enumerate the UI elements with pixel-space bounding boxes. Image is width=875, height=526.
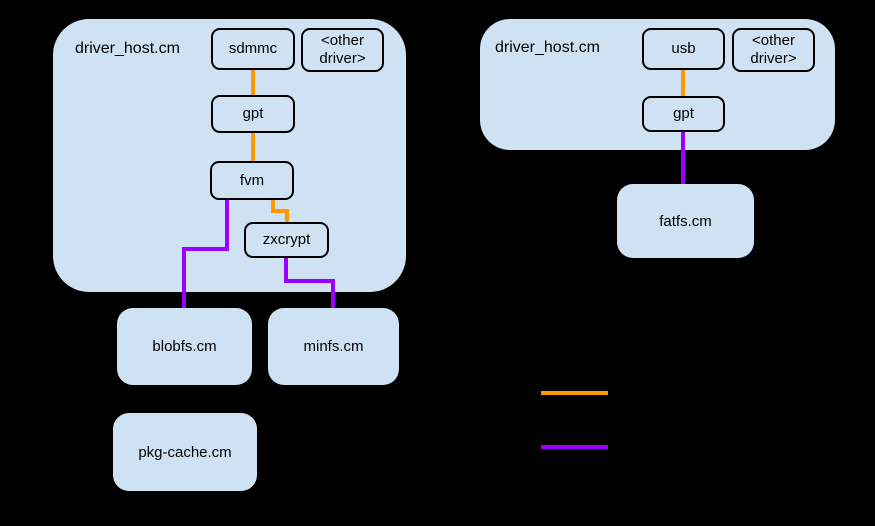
node-fatfs: fatfs.cm (617, 184, 754, 258)
right-driver-host-label: driver_host.cm (495, 39, 600, 56)
node-zxcrypt-label: zxcrypt (262, 231, 311, 248)
legend-orange-line-swatch (541, 391, 608, 395)
node-blobfs-label: blobfs.cm (152, 338, 217, 355)
node-fvm-label: fvm (239, 171, 265, 189)
fvm-zxcrypt-connector-seg1 (271, 200, 275, 213)
node-pkg-cache: pkg-cache.cm (113, 413, 257, 491)
node-fvm: fvm (210, 161, 294, 200)
node-other-driver-left-label: <other driver> (319, 32, 366, 67)
node-other-driver-left: <other driver> (301, 28, 384, 72)
zxcrypt-minfs-connector-seg1 (284, 258, 288, 283)
node-gpt-right: gpt (642, 96, 725, 132)
usb-gpt-connector (681, 70, 685, 96)
node-other-driver-right: <other driver> (732, 28, 815, 72)
node-zxcrypt: zxcrypt (244, 222, 329, 258)
node-gpt-left-label: gpt (242, 105, 264, 122)
node-gpt-left: gpt (211, 95, 295, 133)
node-minfs: minfs.cm (268, 308, 399, 385)
node-usb: usb (642, 28, 725, 70)
zxcrypt-minfs-connector-seg3 (331, 279, 335, 308)
zxcrypt-minfs-connector-seg2 (284, 279, 335, 283)
node-sdmmc-label: sdmmc (228, 40, 278, 57)
node-blobfs: blobfs.cm (117, 308, 252, 385)
sdmmc-gpt-connector (251, 70, 255, 96)
node-fatfs-label: fatfs.cm (659, 212, 712, 230)
gpt-fatfs-connector (681, 132, 685, 184)
node-usb-label: usb (671, 40, 696, 57)
fvm-blobfs-connector-seg2 (182, 247, 229, 251)
left-driver-host-label: driver_host.cm (75, 40, 180, 57)
node-minfs-label: minfs.cm (303, 338, 364, 355)
fvm-zxcrypt-connector-seg2 (271, 209, 289, 213)
fvm-blobfs-connector-seg3 (182, 247, 186, 308)
fvm-blobfs-connector-seg1 (225, 200, 229, 251)
node-sdmmc: sdmmc (211, 28, 295, 70)
node-pkg-cache-label: pkg-cache.cm (138, 443, 232, 461)
gpt-fvm-connector (251, 133, 255, 162)
node-other-driver-right-label: <other driver> (750, 32, 797, 67)
node-gpt-right-label: gpt (673, 105, 694, 122)
fvm-zxcrypt-connector-seg3 (285, 209, 289, 223)
legend-purple-line-swatch (541, 445, 608, 449)
